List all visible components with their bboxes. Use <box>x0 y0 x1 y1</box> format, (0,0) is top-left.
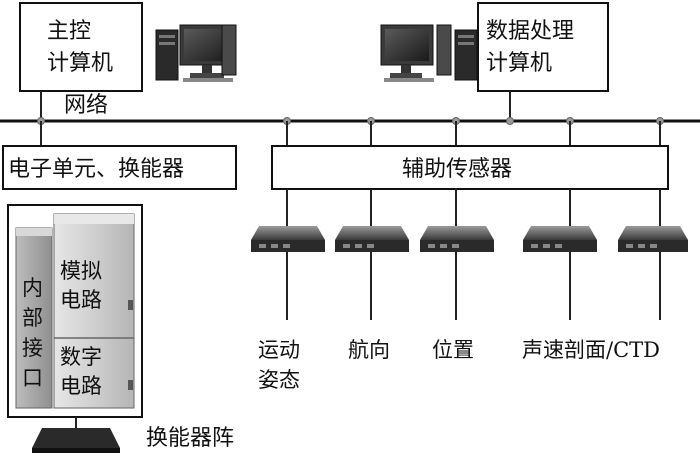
aux-sensors-label: 辅助传感器 <box>402 157 512 182</box>
sensor-label-sound-velocity: 声速剖面/CTD <box>522 338 660 362</box>
transducer-array-label: 换能器阵 <box>146 426 234 451</box>
main-computer-icon <box>155 24 237 82</box>
electronics-unit-label: 电子单元、换能器 <box>8 157 184 182</box>
sensor-device-icon <box>618 226 688 252</box>
main-computer-label-line2: 计算机 <box>47 51 113 76</box>
sensor-device-icon <box>523 226 597 252</box>
analog-circuit-line1: 模拟 <box>60 259 102 283</box>
internal-interface-char-1: 内 <box>22 276 43 300</box>
internal-interface-char-3: 接 <box>22 336 43 360</box>
network-label: 网络 <box>64 93 108 118</box>
transducer-array-icon <box>32 417 120 453</box>
analog-circuit-line2: 电路 <box>60 288 102 312</box>
main-computer-label-line1: 主控 <box>47 19 91 44</box>
electronics-unit-box: 电子单元、换能器 <box>2 145 237 190</box>
data-computer-label-line2: 计算机 <box>486 51 552 76</box>
sensor-label-motion-line2: 姿态 <box>258 368 300 392</box>
main-computer-box: 主控 计算机 <box>19 2 143 92</box>
digital-circuit-line2: 电路 <box>60 374 102 398</box>
internal-interface-char-4: 口 <box>22 366 43 390</box>
sensor-device-icon <box>420 226 494 252</box>
sensor-label-motion-line1: 运动 <box>258 338 300 362</box>
sensor-lines <box>286 189 661 320</box>
data-computer-icon <box>380 24 478 82</box>
data-computer-box: 数据处理 计算机 <box>477 2 609 92</box>
sensor-device-icon <box>251 226 325 252</box>
junction-node <box>506 117 514 125</box>
sensor-label-heading: 航向 <box>348 338 390 362</box>
internal-interface-char-2: 部 <box>22 306 43 330</box>
sensor-label-position: 位置 <box>432 338 474 362</box>
aux-sensors-box: 辅助传感器 <box>271 145 669 190</box>
sensor-device-icon <box>335 226 409 252</box>
digital-circuit-line1: 数字 <box>60 345 102 369</box>
data-computer-label-line1: 数据处理 <box>486 19 574 44</box>
electronics-cabinet: 内 部 接 口 模拟 电路 数字 电路 <box>7 204 143 418</box>
